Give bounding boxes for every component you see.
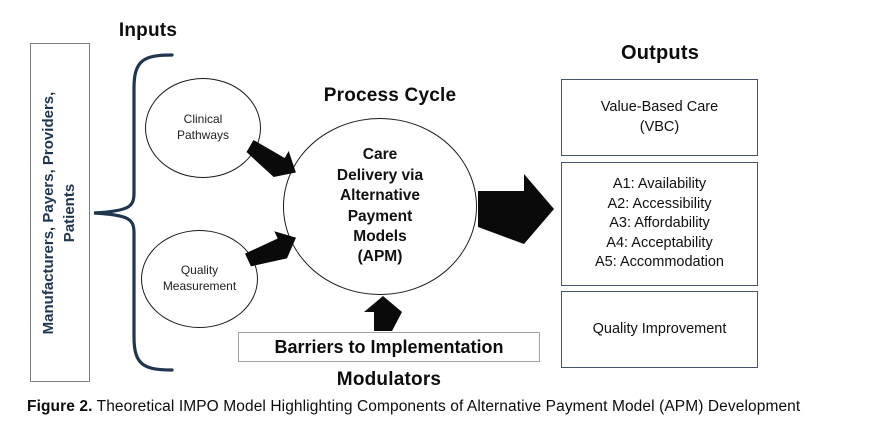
outputs-heading: Outputs bbox=[620, 42, 700, 64]
inputs-heading: Inputs bbox=[118, 20, 178, 41]
figure-caption: Figure 2. Theoretical IMPO Model Highlig… bbox=[27, 398, 877, 416]
arrow-barriers-to-apm bbox=[364, 296, 402, 331]
process-cycle-heading: Process Cycle bbox=[323, 85, 457, 106]
clinical-pathways-node: Clinical Pathways bbox=[145, 78, 261, 178]
figure-caption-text: Theoretical IMPO Model Highlighting Comp… bbox=[96, 398, 801, 415]
output-box-quality-improvement: Quality Improvement bbox=[561, 291, 758, 368]
figure-caption-label: Figure 2. bbox=[27, 398, 93, 415]
apm-core-node: Care Delivery via Alternative Payment Mo… bbox=[283, 118, 477, 295]
modulators-heading: Modulators bbox=[336, 369, 442, 390]
stakeholders-label: Manufacturers, Payers, Providers, Patien… bbox=[40, 91, 78, 334]
barriers-box: Barriers to Implementation bbox=[238, 332, 540, 362]
arrow-apm-to-outputs bbox=[478, 174, 554, 244]
quality-measurement-node: Quality Measurement bbox=[141, 230, 258, 328]
output-box-five-as: A1: Availability A2: Accessibility A3: A… bbox=[561, 162, 758, 286]
stakeholders-box: Manufacturers, Payers, Providers, Patien… bbox=[30, 43, 90, 382]
output-box-vbc: Value-Based Care (VBC) bbox=[561, 79, 758, 156]
